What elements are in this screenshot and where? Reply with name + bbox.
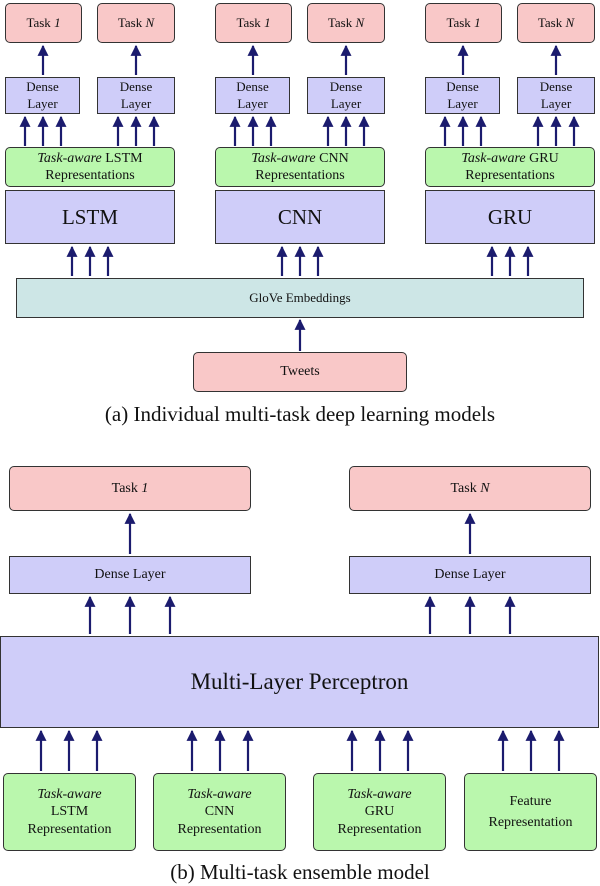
task-n-box-lstm: Task N xyxy=(97,3,175,43)
task-label: Task xyxy=(111,480,138,496)
dense-label-line1: Dense xyxy=(236,79,269,95)
cnn-representations-box: Task-aware CNN Representations xyxy=(215,147,385,187)
cnn-label: CNN xyxy=(277,204,323,229)
task-index: 1 xyxy=(474,14,481,30)
representation-label: Representation xyxy=(177,821,262,837)
dense-label-line1: Dense xyxy=(539,79,573,95)
task-index: N xyxy=(565,14,575,30)
task-label: Task xyxy=(446,14,471,30)
model-name: GRU xyxy=(529,150,559,166)
dense-label-line1: Dense xyxy=(446,79,479,95)
task-index: 1 xyxy=(141,480,149,496)
task-index: 1 xyxy=(54,14,61,30)
dense-label-line1: Dense xyxy=(329,79,363,95)
task-1-box-lstm: Task 1 xyxy=(5,3,82,43)
representation-label: Representation xyxy=(27,821,112,837)
gru-representation-box: Task-aware GRU Representation xyxy=(313,773,446,851)
mlp-box: Multi-Layer Perceptron xyxy=(0,636,599,728)
task-label: Task xyxy=(236,14,261,30)
task-n-box-gru: Task N xyxy=(517,3,595,43)
model-name: CNN xyxy=(319,150,349,166)
task-1-box-cnn: Task 1 xyxy=(215,3,292,43)
task-n-box: Task N xyxy=(349,466,591,511)
task-index: 1 xyxy=(264,14,271,30)
model-name: GRU xyxy=(364,804,395,820)
dense-label-line2: Layer xyxy=(540,95,572,111)
dense-label-line2: Layer xyxy=(27,95,58,111)
cnn-representation-box: Task-aware CNN Representation xyxy=(153,773,286,851)
tweets-label: Tweets xyxy=(280,364,320,380)
task-aware-label: Task-aware xyxy=(461,150,526,166)
task-label: Task xyxy=(537,14,563,30)
lstm-representation-box: Task-aware LSTM Representation xyxy=(3,773,136,851)
dense-layer-box: Dense Layer xyxy=(517,77,595,114)
task-1-box-gru: Task 1 xyxy=(425,3,502,43)
gru-box: GRU xyxy=(425,190,595,244)
representation-label: Representation xyxy=(337,821,422,837)
representations-label: Representations xyxy=(45,168,135,183)
task-aware-label: Task-aware xyxy=(37,150,102,166)
gru-representations-box: Task-aware GRU Representations xyxy=(425,147,595,187)
mlp-label: Multi-Layer Perceptron xyxy=(190,668,409,694)
dense-label: Dense Layer xyxy=(434,567,506,583)
task-index: N xyxy=(480,480,490,496)
task-index: N xyxy=(145,14,155,30)
feature-label: Feature xyxy=(509,794,552,809)
model-name: CNN xyxy=(204,804,235,820)
dense-label-line1: Dense xyxy=(26,79,59,95)
dense-layer-box: Dense Layer xyxy=(215,77,290,114)
dense-label-line2: Layer xyxy=(447,95,478,111)
lstm-label: LSTM xyxy=(61,204,118,229)
task-n-box-cnn: Task N xyxy=(307,3,385,43)
dense-label-line1: Dense xyxy=(119,79,153,95)
task-aware-label: Task-aware xyxy=(187,786,252,802)
task-label: Task xyxy=(327,14,353,30)
dense-label-line2: Layer xyxy=(237,95,268,111)
caption-b: (b) Multi-task ensemble model xyxy=(170,860,430,884)
task-index: N xyxy=(355,14,365,30)
feature-representation-box: Feature Representation xyxy=(464,773,597,851)
model-name: LSTM xyxy=(50,804,89,820)
task-aware-label: Task-aware xyxy=(37,786,102,802)
task-aware-label: Task-aware xyxy=(251,150,316,166)
cnn-box: CNN xyxy=(215,190,385,244)
glove-label: GloVe Embeddings xyxy=(249,289,351,305)
dense-layer-box: Dense Layer xyxy=(5,77,80,114)
dense-layer-box: Dense Layer xyxy=(9,556,251,594)
model-name: LSTM xyxy=(105,150,143,166)
dense-label: Dense Layer xyxy=(94,567,166,583)
dense-label-line2: Layer xyxy=(330,95,362,111)
dense-layer-box: Dense Layer xyxy=(307,77,385,114)
task-1-box: Task 1 xyxy=(9,466,251,511)
task-aware-label: Task-aware xyxy=(347,786,412,802)
dense-layer-box: Dense Layer xyxy=(425,77,500,114)
lstm-box: LSTM xyxy=(5,190,175,244)
representations-label: Representations xyxy=(465,168,555,183)
caption-a: (a) Individual multi-task deep learning … xyxy=(104,402,496,426)
dense-layer-box: Dense Layer xyxy=(349,556,591,594)
dense-label-line2: Layer xyxy=(120,95,152,111)
task-label: Task xyxy=(117,14,143,30)
dense-layer-box: Dense Layer xyxy=(97,77,175,114)
glove-embeddings-box: GloVe Embeddings xyxy=(16,278,584,318)
representation-label: Representation xyxy=(488,814,573,830)
representations-label: Representations xyxy=(255,168,345,183)
task-label: Task xyxy=(26,14,51,30)
tweets-box: Tweets xyxy=(193,352,407,392)
task-label: Task xyxy=(450,480,477,496)
lstm-representations-box: Task-aware LSTM Representations xyxy=(5,147,175,187)
gru-label: GRU xyxy=(487,204,533,229)
